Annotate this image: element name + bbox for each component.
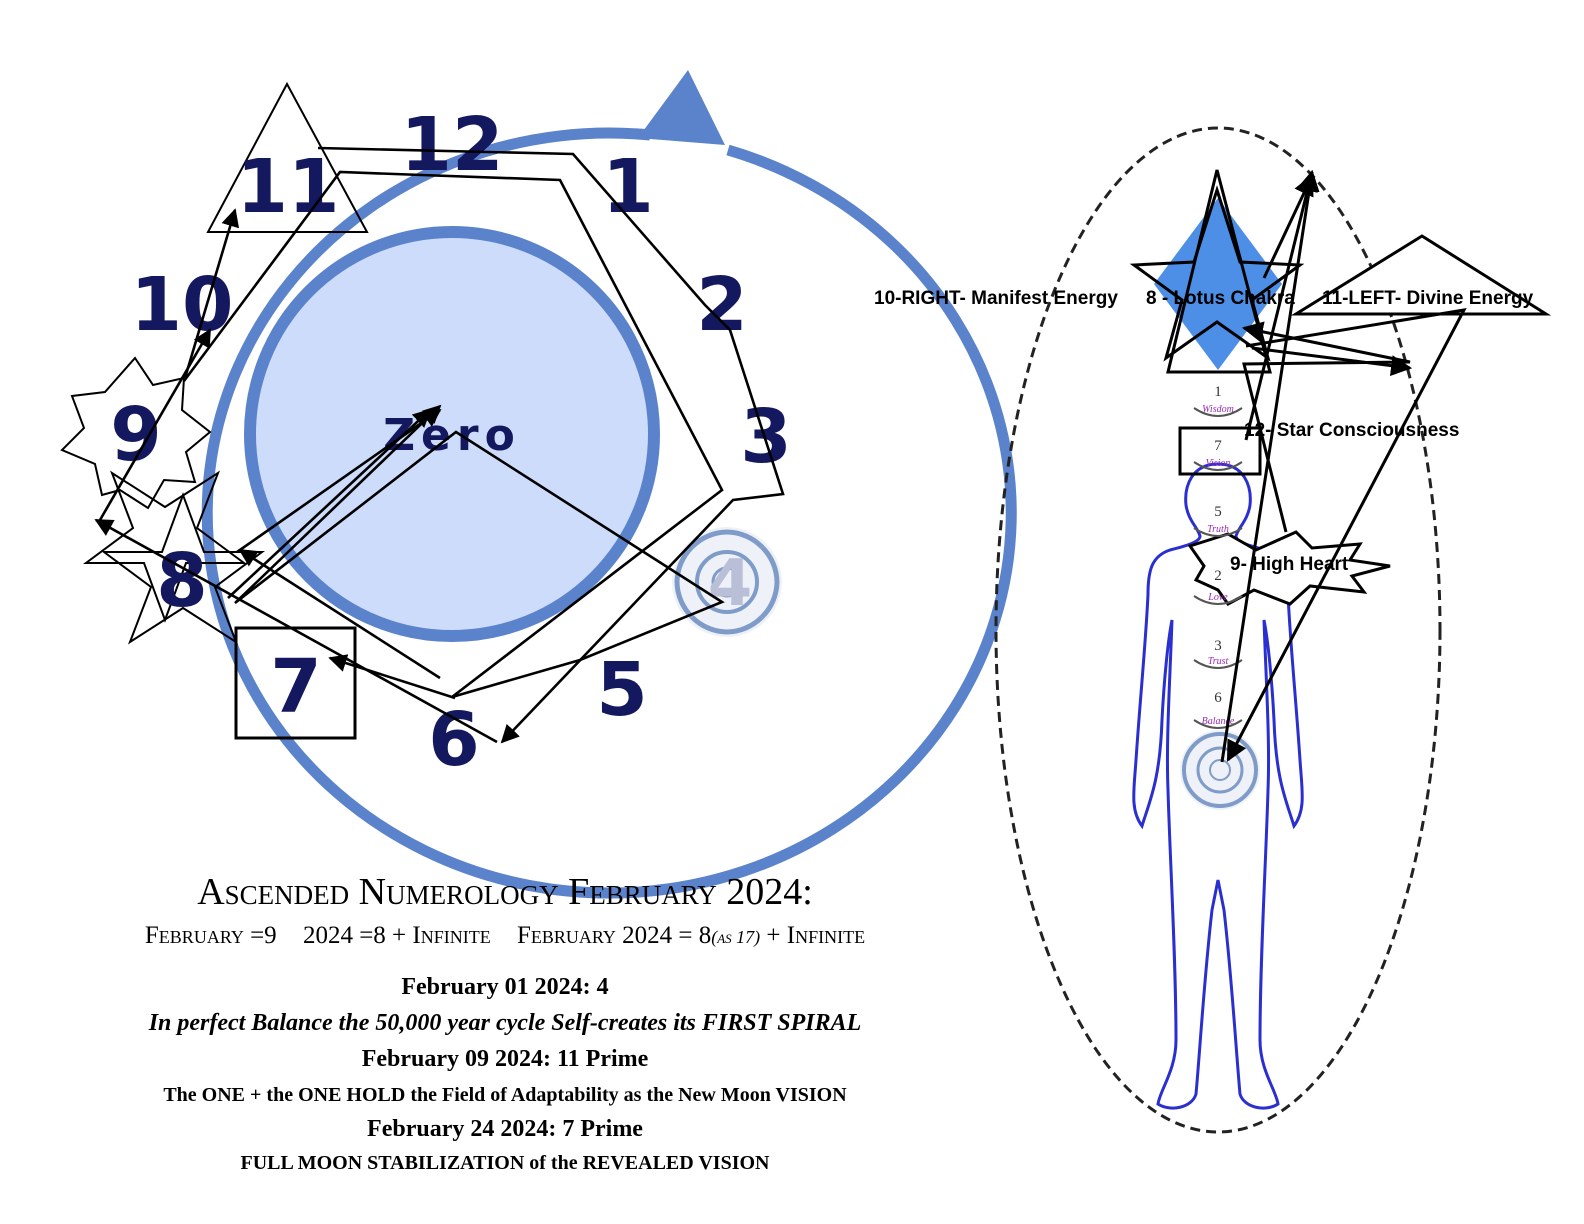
caption-line-1: In perfect Balance the 50,000 year cycle… (148, 1010, 862, 1036)
lotus-star-frame (1129, 185, 1305, 362)
chakra-marker: 6 Balance (1193, 690, 1243, 729)
caption-sub-c1: February 2024 = 8 (516, 922, 712, 949)
wheel-number-9: 9 (110, 392, 162, 478)
caption-title: Ascended Numerology February 2024: (197, 871, 813, 913)
svg-text:Truth: Truth (1207, 524, 1229, 535)
numerology-wheel: 12 1 2 3 4 5 6 7 8 9 10 11 Zero (60, 70, 1017, 899)
square-7-frame (234, 626, 357, 740)
human-silhouette (1132, 462, 1304, 1110)
svg-text:Wisdom: Wisdom (1202, 404, 1234, 415)
caption-sub-c: February 2024 = 8(as 17) + Infinite (517, 922, 865, 949)
svg-text:6: 6 (1214, 690, 1222, 706)
caption-date-3: February 24 2024: 7 Prime (367, 1116, 643, 1142)
chakra-marker: 1 Wisdom (1193, 384, 1243, 417)
aura-dashed-ellipse (994, 126, 1442, 1134)
root-spiral-icon (1180, 730, 1260, 810)
caption-line-2: The ONE + the ONE HOLD the Field of Adap… (163, 1084, 847, 1106)
high-heart-star-frame (1187, 530, 1391, 606)
label-right-manifest: 10-RIGHT- Manifest Energy (874, 288, 1118, 309)
caption-sub-c2: (as 17) (711, 927, 761, 947)
caption-sub-a: February =9 (144, 922, 277, 949)
label-lotus-chakra: 8 - Lotus Chakra (1146, 288, 1295, 309)
triangle-11-frame (206, 81, 369, 233)
chakra-marker: 7 Vision (1193, 438, 1243, 471)
caption-sub-b: 2024 =8 + Infinite (302, 922, 491, 949)
lotus-triangle-frame (1166, 169, 1272, 374)
caption-date-2: February 09 2024: 11 Prime (361, 1046, 649, 1072)
star-8-frame-inverse (82, 470, 248, 623)
wheel-number-5: 5 (596, 647, 648, 733)
caption-sub-c3: + Infinite (760, 922, 866, 949)
svg-text:1: 1 (1214, 384, 1222, 400)
outer-ring (201, 127, 1017, 899)
svg-text:5: 5 (1214, 504, 1222, 520)
sequence-arrows (94, 146, 785, 744)
spiral-icon (672, 527, 782, 637)
ring-arrowhead-icon (638, 70, 725, 145)
chakra-marker: 3 Trust (1193, 638, 1243, 669)
caption-subtitle: February =9 2024 =8 + Infinite February … (50, 922, 960, 950)
svg-text:2: 2 (1214, 568, 1222, 584)
wheel-number-6: 6 (428, 697, 480, 783)
chakra-marker: 2 Love (1193, 568, 1243, 605)
svg-text:Balance: Balance (1202, 716, 1235, 727)
label-star-consciousness: 12- Star Consciousness (1244, 420, 1459, 441)
body-arrows (1220, 169, 1467, 763)
wheel-number-11: 11 (237, 144, 340, 230)
caption-date-1: February 01 2024: 4 (401, 974, 609, 1000)
wheel-number-4: 4 (708, 547, 753, 621)
vision-box-frame (1178, 426, 1262, 476)
caption-line-3: FULL MOON STABILIZATION of the REVEALED … (240, 1152, 770, 1174)
svg-text:7: 7 (1214, 438, 1222, 454)
wheel-number-8: 8 (156, 538, 208, 624)
label-left-divine: 11-LEFT- Divine Energy (1322, 288, 1534, 309)
energy-body-figure: 1 Wisdom 7 Vision 5 Truth 2 Love 3 T (874, 126, 1552, 1134)
chakra-marker: 5 Truth (1193, 504, 1243, 537)
wheel-number-3: 3 (740, 394, 792, 480)
wheel-number-7: 7 (270, 644, 322, 730)
svg-text:Trust: Trust (1208, 656, 1229, 667)
svg-text:Vision: Vision (1206, 458, 1231, 469)
svg-text:Love: Love (1207, 592, 1228, 603)
left-triangle-frame (1290, 234, 1552, 316)
chakra-markers: 1 Wisdom 7 Vision 5 Truth 2 Love 3 T (1193, 384, 1243, 729)
svg-text:3: 3 (1214, 638, 1222, 654)
label-high-heart: 9- High Heart (1230, 554, 1349, 575)
